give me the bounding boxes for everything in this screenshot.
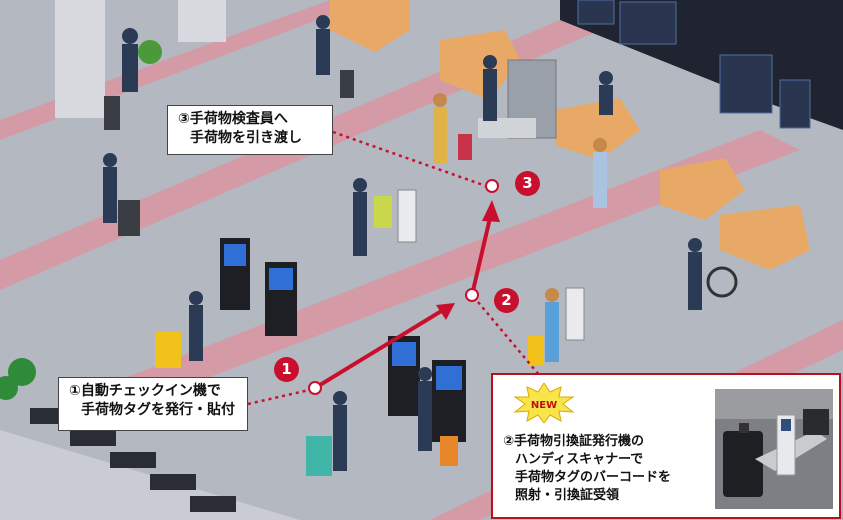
conveyor [478, 118, 536, 138]
callout-step1-line2: 手荷物タグを発行・貼付 [81, 402, 235, 418]
claim-tag-machine-photo [715, 389, 833, 509]
suitcase [340, 70, 354, 98]
route-path [308, 179, 500, 395]
suitcase [374, 196, 392, 228]
pillar [178, 0, 226, 42]
plant [8, 358, 36, 386]
callout-step2: NEW ②手荷物引換証発行機の ハンディスキャナーで 手荷物タグのバーコードを … [491, 373, 841, 519]
checkin-kiosk [432, 360, 466, 442]
checkin-kiosk [265, 262, 297, 336]
step-marker-3: 3 [515, 171, 540, 196]
passengers [103, 15, 702, 471]
step-marker-1: 1 [274, 357, 299, 382]
checkin-kiosk [388, 336, 420, 416]
callout-step2-line3: 手荷物タグのバーコードを [515, 470, 672, 485]
suitcase [306, 436, 332, 476]
suitcase [155, 332, 181, 368]
departure-board [719, 54, 773, 114]
claim-tag-machine [565, 287, 585, 341]
new-badge-label: NEW [531, 400, 557, 411]
callout-step1-line1: ①自動チェックイン機で [69, 383, 221, 399]
departure-board [577, 0, 615, 25]
claim-tag-machine [397, 189, 417, 243]
checkin-counter [440, 30, 520, 100]
suitcase [528, 336, 544, 366]
suitcase [104, 96, 120, 130]
checkin-kiosk [220, 238, 250, 310]
suitcase [458, 134, 472, 160]
plant [138, 40, 162, 64]
checkin-counter [720, 205, 810, 270]
departure-board [779, 79, 811, 129]
plant [0, 376, 18, 400]
callout-step2-line1: ②手荷物引換証発行機の [503, 434, 645, 449]
suitcase [440, 436, 458, 466]
wheelchair [706, 266, 738, 298]
floor-stripe [0, 20, 600, 290]
pillar [55, 0, 105, 118]
checkin-counter [330, 0, 410, 52]
waiting-seats [30, 408, 236, 512]
suitcase [118, 200, 140, 236]
leader-lines [247, 130, 541, 406]
callout-step2-line4: 照射・引換証受領 [515, 488, 620, 503]
callout-step2-line2: ハンディスキャナーで [515, 452, 644, 467]
step-marker-2: 2 [494, 288, 519, 313]
departure-board [619, 1, 677, 45]
callout-step1: ①自動チェックイン機で 手荷物タグを発行・貼付 [58, 377, 248, 431]
checkin-counter [555, 98, 640, 160]
callout-step3-line2: 手荷物を引き渡し [190, 130, 302, 146]
checkin-counter [660, 158, 745, 220]
new-badge: NEW [513, 383, 575, 423]
callout-step3-line1: ③手荷物検査員へ [178, 111, 288, 127]
callout-step3: ③手荷物検査員へ 手荷物を引き渡し [167, 105, 333, 155]
